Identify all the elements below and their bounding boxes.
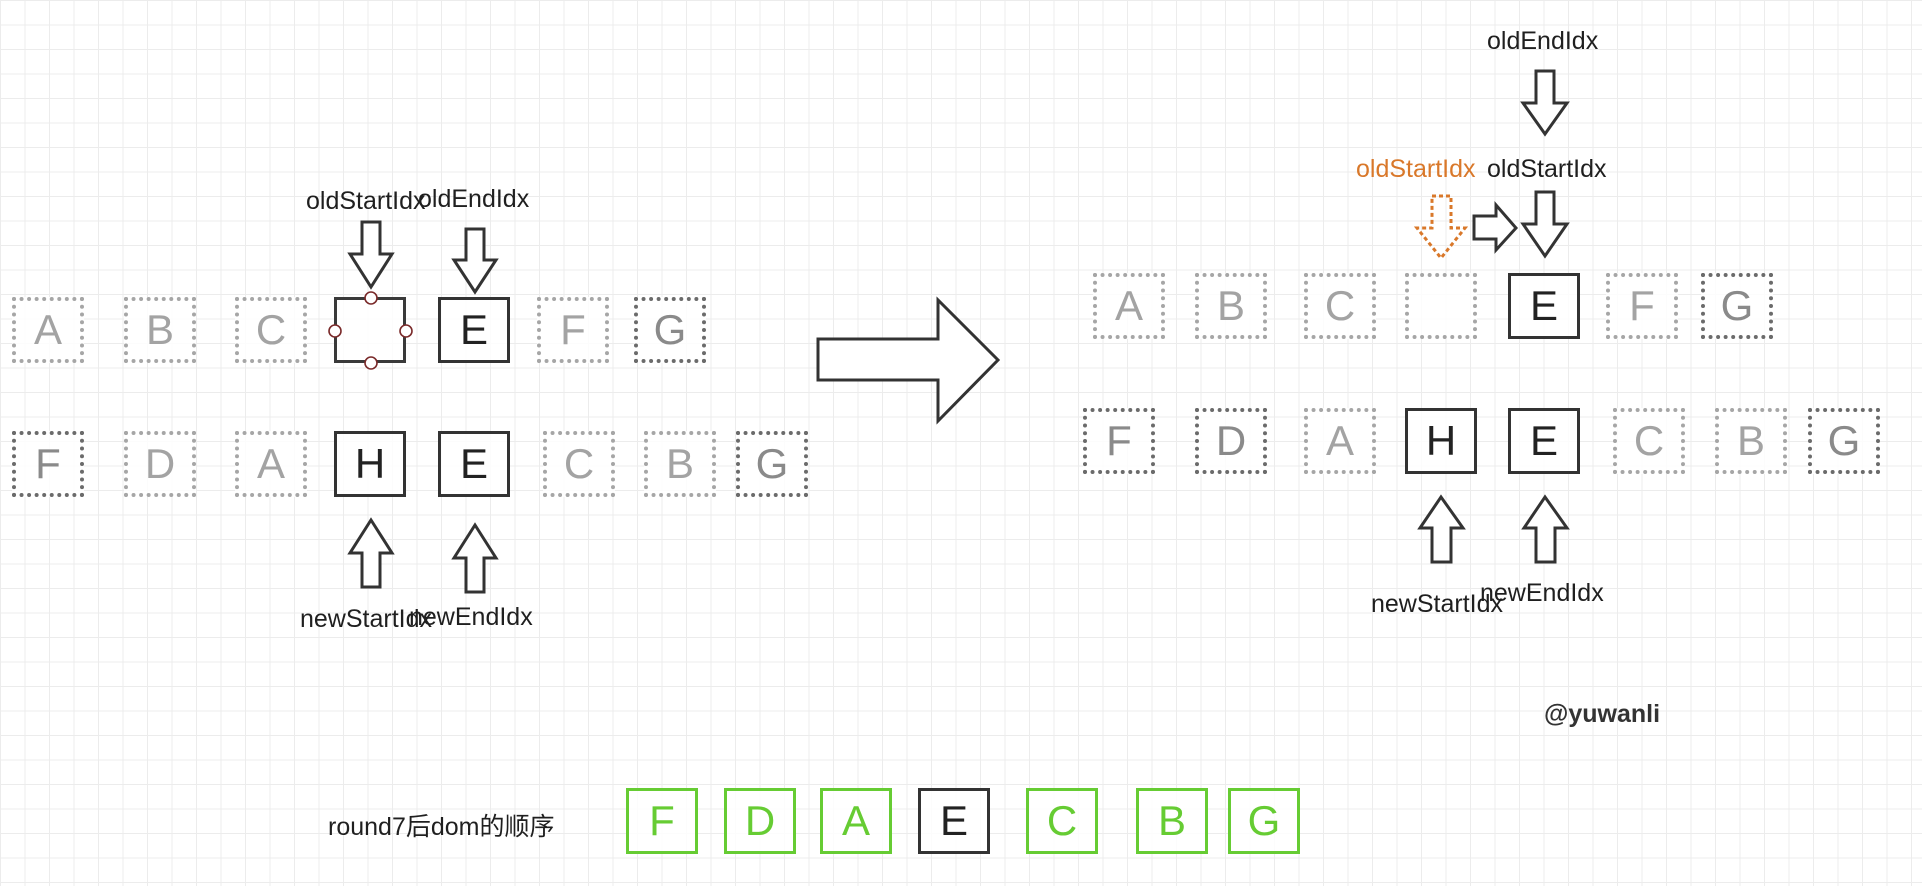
left-new-node-h: H: [334, 431, 406, 497]
right-shift-right-arrow-icon: [1472, 200, 1519, 254]
left-old-end-label: oldEndIdx: [418, 185, 530, 213]
right-new-node-g: G: [1808, 408, 1880, 474]
left-new-node-f: F: [12, 431, 84, 497]
right-old-node-empty: [1405, 273, 1477, 339]
right-new-start-up-arrow-icon: [1417, 494, 1466, 564]
left-new-start-label: newStartIdx: [300, 605, 433, 633]
left-old-end-down-arrow-icon: [451, 227, 499, 295]
left-new-node-b: B: [644, 431, 716, 497]
left-new-start-up-arrow-icon: [347, 517, 395, 589]
result-node-b: B: [1136, 788, 1208, 854]
right-new-node-f: F: [1083, 408, 1155, 474]
result-node-a: A: [820, 788, 892, 854]
left-old-node-f: F: [537, 297, 609, 363]
right-new-node-e: E: [1508, 408, 1580, 474]
right-old-start-label: oldStartIdx: [1487, 155, 1607, 183]
left-old-node-b: B: [124, 297, 196, 363]
right-old-end-down-arrow-icon: [1520, 69, 1570, 137]
right-new-start-label: newStartIdx: [1371, 590, 1504, 618]
result-node-e: E: [918, 788, 990, 854]
right-old-node-c: C: [1304, 273, 1376, 339]
left-old-node-a: A: [12, 297, 84, 363]
result-node-g: G: [1228, 788, 1300, 854]
left-new-end-label: newEndIdx: [409, 603, 533, 631]
right-old-node-g: G: [1701, 273, 1773, 339]
left-old-start-label: oldStartIdx: [306, 187, 426, 215]
left-new-node-g: G: [736, 431, 808, 497]
right-old-end-label: oldEndIdx: [1487, 27, 1599, 55]
left-old-start-down-arrow-icon: [347, 220, 395, 290]
right-new-node-h: H: [1405, 408, 1477, 474]
right-new-node-c: C: [1613, 408, 1685, 474]
right-new-end-up-arrow-icon: [1521, 494, 1570, 564]
right-old-node-f: F: [1606, 273, 1678, 339]
left-new-node-d: D: [124, 431, 196, 497]
result-caption: round7后dom的顺序: [328, 813, 555, 841]
left-new-node-e: E: [438, 431, 510, 497]
left-old-node-g: G: [634, 297, 706, 363]
left-old-node-selected: [334, 297, 406, 363]
result-node-d: D: [724, 788, 796, 854]
right-new-node-a: A: [1304, 408, 1376, 474]
right-old-node-e: E: [1508, 273, 1580, 339]
right-old-start-previous-label: oldStartIdx: [1356, 155, 1476, 183]
left-old-node-e: E: [438, 297, 510, 363]
left-new-end-up-arrow-icon: [451, 522, 499, 594]
right-new-node-b: B: [1715, 408, 1787, 474]
transition-arrow-icon: [816, 296, 1001, 425]
left-new-node-a: A: [235, 431, 307, 497]
result-node-f: F: [626, 788, 698, 854]
right-old-node-b: B: [1195, 273, 1267, 339]
result-node-c: C: [1026, 788, 1098, 854]
right-old-start-previous-down-arrow-icon: [1413, 194, 1469, 261]
author-watermark: @yuwanli: [1544, 700, 1661, 728]
right-old-node-a: A: [1093, 273, 1165, 339]
right-old-start-down-arrow-icon: [1520, 190, 1570, 259]
left-old-node-c: C: [235, 297, 307, 363]
right-new-node-d: D: [1195, 408, 1267, 474]
left-new-node-c: C: [543, 431, 615, 497]
right-new-end-label: newEndIdx: [1480, 579, 1604, 607]
